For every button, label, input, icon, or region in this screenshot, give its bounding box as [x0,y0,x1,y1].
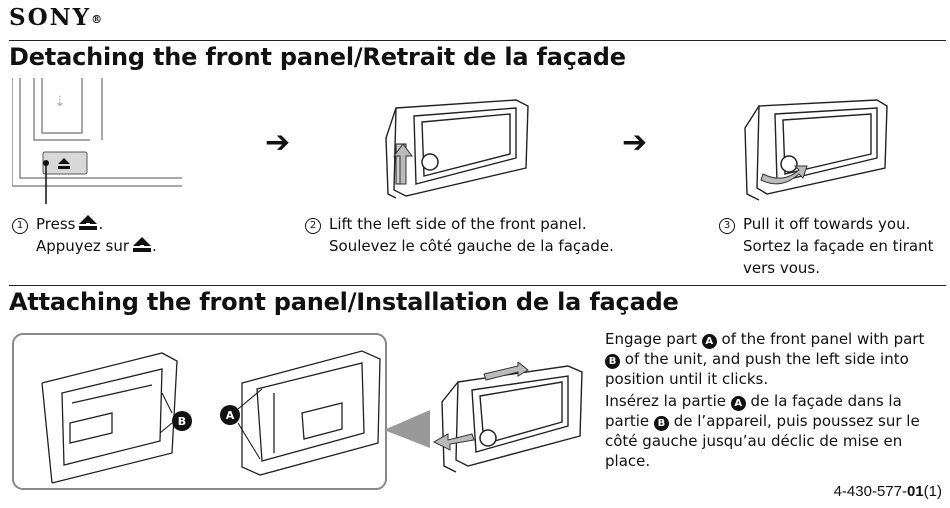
svg-text:B: B [178,415,186,428]
section-rule [9,285,946,286]
step-1-number: 1 [12,218,28,234]
part-a-badge: A [701,334,717,349]
eject-icon [79,215,98,230]
header-rule [9,40,946,41]
attach-panel-illustration [432,362,583,473]
step-2-number: 2 [305,218,321,234]
document-number: 4-430-577-01(1) [833,483,942,500]
right-arrow-icon-2: ➔ [622,125,648,160]
attach-parts-illustration: B A [12,333,387,490]
lift-panel-illustration [385,99,529,199]
right-arrow-icon: ➔ [265,125,291,160]
attach-section-title: Attaching the front panel/Installation d… [9,288,679,316]
pull-panel-illustration [744,99,888,201]
sony-logo: SONY® [9,4,105,31]
pointer-arrow-icon [384,410,430,448]
eject-icon-fr [133,237,152,252]
detach-section-title: Detaching the front panel/Retrait de la … [9,43,626,71]
eject-button-illustration: ⇣ [12,78,182,204]
part-b-badge-fr: B [653,416,669,431]
attach-text-fr: Insérez la partie A de la façade dans la… [605,392,920,470]
attach-instructions: Engage part A of the front panel with pa… [605,329,940,471]
attach-text-en: Engage part A of the front panel with pa… [605,330,925,388]
svg-text:A: A [226,409,235,422]
part-b-badge: B [605,354,620,369]
part-a-badge-fr: A [730,396,746,411]
step-3-number: 3 [719,218,735,234]
svg-text:⇣: ⇣ [54,94,66,110]
